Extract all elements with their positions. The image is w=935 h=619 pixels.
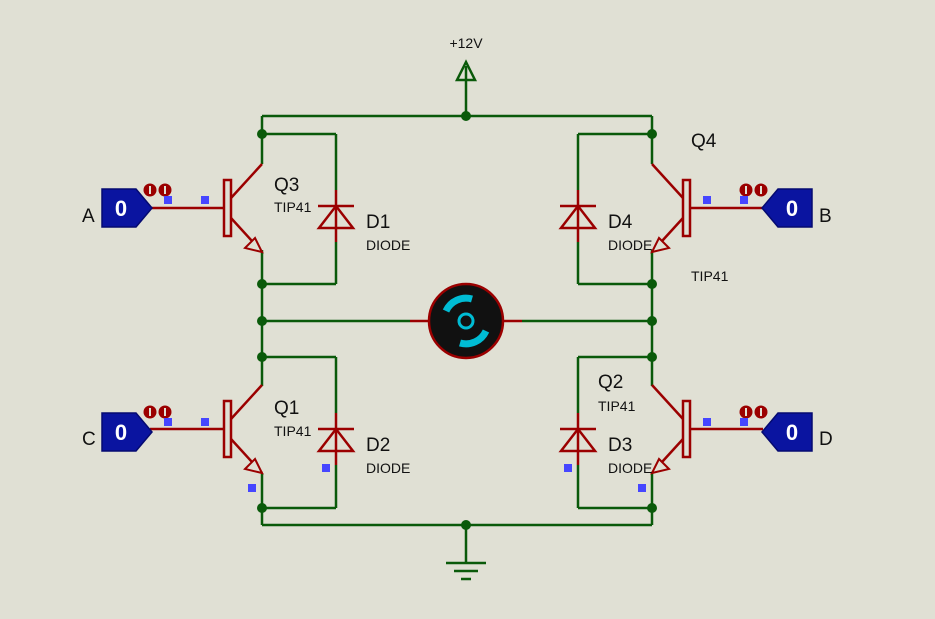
d2-ref: D2	[366, 435, 390, 456]
probe-a-name: A	[82, 206, 95, 227]
supply-label: +12V	[449, 35, 483, 51]
input-probe-d[interactable]: 0 D	[720, 405, 833, 452]
q3-value: TIP41	[274, 199, 312, 215]
d3-ref: D3	[608, 435, 632, 456]
probe-d-name: D	[819, 429, 833, 450]
ground-symbol[interactable]	[446, 561, 486, 581]
probe-c-name: C	[82, 429, 96, 450]
transistor-q1[interactable]: Q1 TIP41	[192, 383, 312, 475]
d3-value: DIODE	[608, 460, 652, 476]
d1-value: DIODE	[366, 237, 410, 253]
probe-b-name: B	[819, 206, 832, 227]
probe-d-state: 0	[786, 420, 798, 445]
junction-dots	[257, 111, 657, 530]
transistor-q3[interactable]: Q3 TIP41	[192, 162, 312, 254]
d4-ref: D4	[608, 212, 633, 233]
input-probe-c[interactable]: 0 C	[82, 405, 194, 452]
pin-state-markers	[164, 196, 748, 492]
d4-value: DIODE	[608, 237, 652, 253]
q1-value: TIP41	[274, 423, 312, 439]
d2-value: DIODE	[366, 460, 410, 476]
diode-d3[interactable]: D3 DIODE	[558, 411, 652, 476]
probe-b-state: 0	[786, 196, 798, 221]
probe-a-state: 0	[115, 196, 127, 221]
q3-ref: Q3	[274, 175, 299, 196]
input-probe-a[interactable]: 0 A	[82, 183, 194, 228]
probe-c-state: 0	[115, 420, 127, 445]
diode-d2[interactable]: D2 DIODE	[316, 411, 410, 476]
q1-ref: Q1	[274, 398, 299, 419]
q2-ref: Q2	[598, 372, 623, 393]
q4-ref: Q4	[691, 131, 717, 152]
motor[interactable]	[410, 282, 522, 360]
q2-value: TIP41	[598, 398, 636, 414]
supply-terminal[interactable]: +12V	[449, 35, 483, 82]
q4-value: TIP41	[691, 268, 729, 284]
transistor-q2[interactable]: Q2 TIP41	[598, 372, 722, 475]
diode-d1[interactable]: D1 DIODE	[316, 188, 410, 253]
wiring	[260, 80, 654, 562]
transistor-q4[interactable]: Q4 TIP41	[650, 131, 729, 284]
input-probe-b[interactable]: 0 B	[720, 183, 832, 228]
d1-ref: D1	[366, 212, 390, 233]
diode-d4[interactable]: D4 DIODE	[558, 188, 652, 253]
